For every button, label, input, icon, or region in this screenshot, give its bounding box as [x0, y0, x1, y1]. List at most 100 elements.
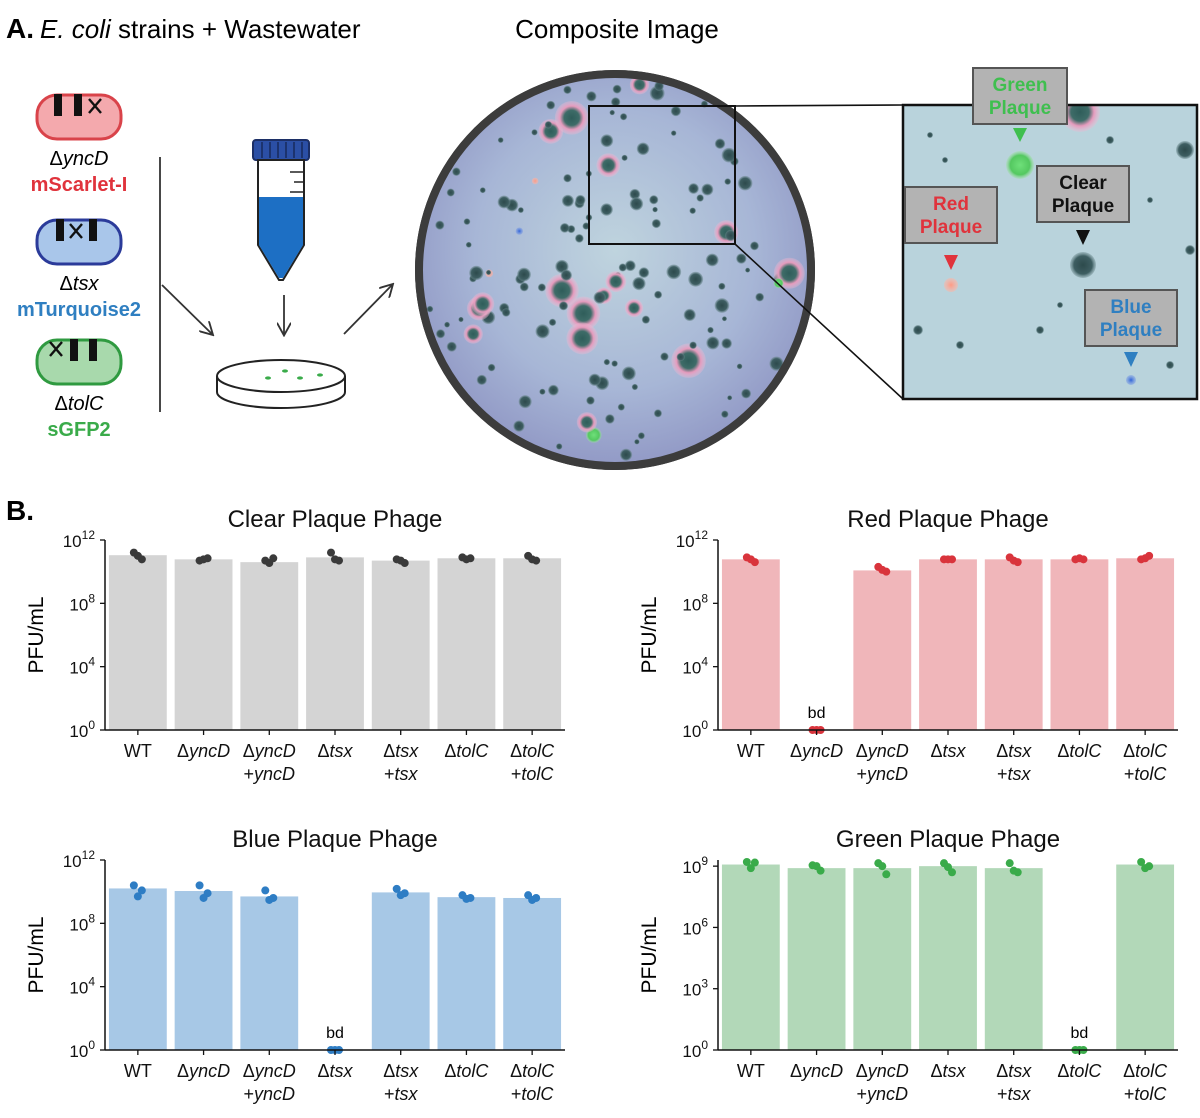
plaque-spot — [621, 154, 628, 161]
x-tick-label-line2: +yncD — [857, 764, 909, 784]
data-point — [462, 555, 471, 564]
x-tick-label-line2: +tolC — [1124, 764, 1168, 784]
plaque-spot — [718, 282, 726, 290]
plaque-spot — [513, 420, 525, 432]
x-tick-label: ΔtolC — [444, 741, 489, 761]
plaque-spot — [676, 352, 685, 362]
panel-b-label: B. — [6, 495, 34, 526]
x-tick-label-line2: +tolC — [511, 1084, 555, 1104]
y-tick-label: 108 — [69, 591, 95, 614]
x-tick-label: ΔtolC — [444, 1061, 489, 1081]
strain-yncd: ΔyncD mScarlet-I — [31, 93, 128, 196]
bar — [787, 868, 846, 1050]
strain-tsx: Δtsx mTurquoise2 — [17, 218, 141, 321]
bar — [240, 562, 299, 730]
plaque-spot — [596, 153, 621, 178]
bar — [371, 892, 430, 1050]
callout-clear-plaque: Clear Plaque — [1036, 165, 1130, 245]
x-tick-label-line2: +tsx — [997, 764, 1032, 784]
plaque-spot — [741, 388, 752, 399]
plaque-spot — [485, 269, 492, 275]
data-point — [199, 893, 208, 902]
plaque-spot — [1006, 151, 1034, 179]
plaque-spot — [750, 241, 759, 251]
bar — [853, 570, 912, 730]
y-axis-label: PFU/mL — [25, 916, 48, 993]
strain-marker-label: mScarlet-I — [31, 174, 128, 196]
plaque-spot — [670, 130, 677, 136]
bar — [503, 897, 562, 1050]
svg-text:Plaque: Plaque — [1052, 196, 1114, 217]
x-tick-label-line2: +tolC — [511, 764, 555, 784]
plaque-spot — [575, 194, 586, 206]
plaque-spot — [1185, 245, 1195, 255]
x-tick-label: ΔyncD — [177, 741, 230, 761]
bar — [721, 864, 780, 1050]
data-point — [137, 886, 146, 895]
bar — [984, 559, 1043, 730]
bar — [984, 868, 1043, 1050]
plaque-spot — [574, 234, 584, 243]
plaque-spot — [476, 374, 487, 386]
data-point — [528, 555, 537, 564]
panel-a-label: A. — [6, 13, 34, 44]
plaque-spot — [444, 321, 451, 328]
plaque-spot — [559, 223, 570, 233]
bar — [853, 868, 912, 1050]
data-point — [129, 881, 138, 890]
plaque-spot — [944, 278, 958, 292]
plaque-spot — [566, 322, 599, 355]
plaque-spot — [537, 283, 546, 292]
knockout-x-icon — [88, 98, 102, 114]
svg-text:Red: Red — [933, 194, 969, 215]
plaque-spot — [1106, 136, 1114, 144]
plaque-spot — [701, 183, 714, 196]
plaque-spot — [593, 291, 606, 304]
plaque-spot — [497, 137, 504, 143]
chart-title: Blue Plaque Phage — [232, 826, 438, 853]
y-tick-label: 1012 — [63, 528, 96, 551]
data-point — [195, 881, 204, 890]
plaque-spot — [517, 207, 524, 213]
petri-dish-icon — [216, 359, 346, 409]
data-point — [746, 555, 755, 564]
bar — [1116, 864, 1175, 1050]
x-tick-label: WT — [737, 741, 765, 761]
bar — [919, 559, 977, 730]
plaque-spot — [1176, 141, 1194, 159]
zoom-connector-line — [734, 243, 904, 400]
plaque-spot — [519, 282, 529, 292]
bar — [1116, 558, 1175, 730]
strain-marker-label: sGFP2 — [47, 419, 110, 441]
y-axis-label: PFU/mL — [638, 596, 661, 673]
x-tick-label-line2: +tsx — [997, 1084, 1032, 1104]
bar — [240, 896, 299, 1050]
plaque-spot — [463, 324, 483, 344]
plaque-spot — [652, 206, 658, 213]
plaque-spot — [769, 356, 784, 371]
data-point — [882, 870, 891, 879]
bar-chart: Green Plaque PhagePFU/mLbd100103106109WT… — [638, 826, 1178, 1104]
x-tick-label: Δtsx — [930, 1061, 966, 1081]
plaque-spot — [545, 273, 579, 308]
pointer-arrow-icon — [1013, 128, 1027, 142]
bar-chart: Blue Plaque PhagePFU/mLbd1001041081012WT… — [25, 826, 565, 1104]
plaque-spot — [1070, 252, 1096, 278]
data-point — [1141, 864, 1150, 873]
y-tick-label: 1012 — [63, 848, 96, 871]
below-detection-label: bd — [808, 705, 826, 722]
chart-title: Clear Plaque Phage — [228, 506, 443, 533]
panel-b: B. Clear Plaque PhagePFU/mL1001041081012… — [6, 495, 1178, 1104]
plaque-spot — [605, 414, 615, 424]
panel-a-title: E. coli strains + Wastewater — [40, 14, 361, 44]
y-tick-label: 108 — [69, 911, 95, 934]
plaque-spot — [689, 341, 697, 350]
plaque-spot — [586, 396, 595, 405]
plaque-spot — [670, 105, 682, 117]
bar — [1050, 559, 1109, 730]
zoomed-inset-image — [901, 103, 1199, 401]
y-tick-label: 108 — [682, 591, 708, 614]
x-tick-label: Δtsx — [383, 741, 419, 761]
data-point — [1009, 556, 1018, 565]
data-point — [327, 548, 335, 557]
